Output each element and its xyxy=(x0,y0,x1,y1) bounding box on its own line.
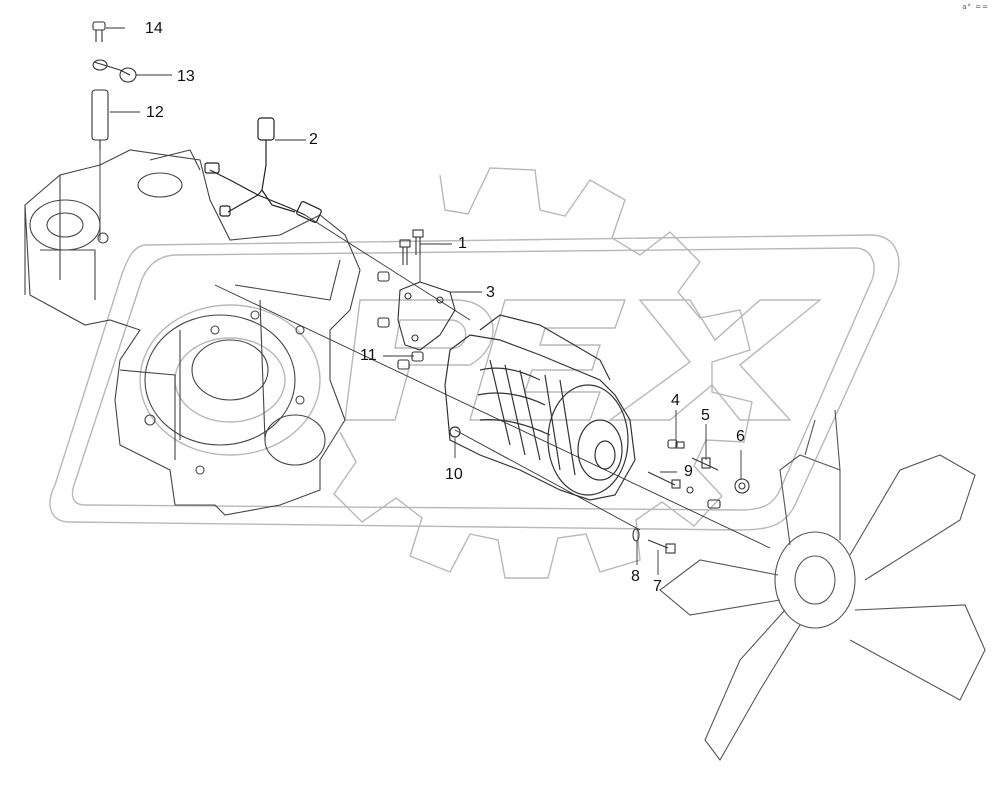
callout-12: 12 xyxy=(146,104,164,121)
callout-1: 1 xyxy=(458,235,467,252)
watermark-logo xyxy=(49,167,900,579)
callout-13: 13 xyxy=(177,68,195,85)
mounting-bracket xyxy=(397,281,456,351)
callout-2: 2 xyxy=(309,131,318,148)
callout-3: 3 xyxy=(486,284,495,301)
cooling-fan xyxy=(659,409,986,761)
callout-4: 4 xyxy=(671,392,680,409)
callout-7: 7 xyxy=(653,578,662,595)
alternator-body xyxy=(444,314,636,501)
callout-14: 14 xyxy=(145,20,163,37)
engine-timing-case xyxy=(24,149,361,516)
callout-8: 8 xyxy=(631,568,640,585)
fasteners xyxy=(377,229,750,554)
wiring-harness xyxy=(204,117,322,223)
callout-5: 5 xyxy=(701,407,710,424)
callout-10: 10 xyxy=(445,466,463,483)
spacer-assembly xyxy=(91,21,137,150)
callout-11: 11 xyxy=(360,347,377,364)
assembly-lines xyxy=(99,150,771,549)
corner-mark: a° == xyxy=(962,3,989,11)
leader-lines xyxy=(106,27,742,575)
callout-9: 9 xyxy=(684,463,693,480)
callout-6: 6 xyxy=(736,428,745,445)
